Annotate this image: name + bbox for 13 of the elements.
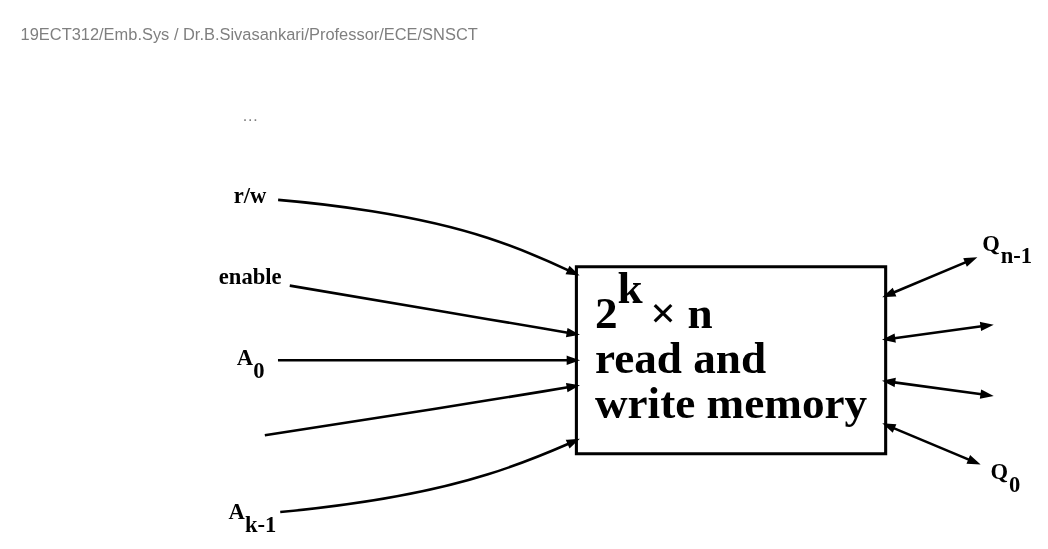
arrow [882, 256, 978, 297]
label: 19ECT312/Emb.Sys / Dr.B.Sivasankari/Professor/ECE/SNSCT [20, 24, 478, 43]
arrow [882, 422, 981, 465]
label: … [241, 105, 259, 124]
arrow [289, 283, 580, 337]
arrow [278, 355, 581, 365]
node-text: enable [218, 263, 282, 289]
arrow [881, 321, 994, 343]
arrow [881, 377, 994, 399]
arrow [278, 198, 580, 276]
node-text: r/w [233, 182, 267, 208]
arrow [280, 438, 580, 513]
arrow [264, 382, 580, 437]
